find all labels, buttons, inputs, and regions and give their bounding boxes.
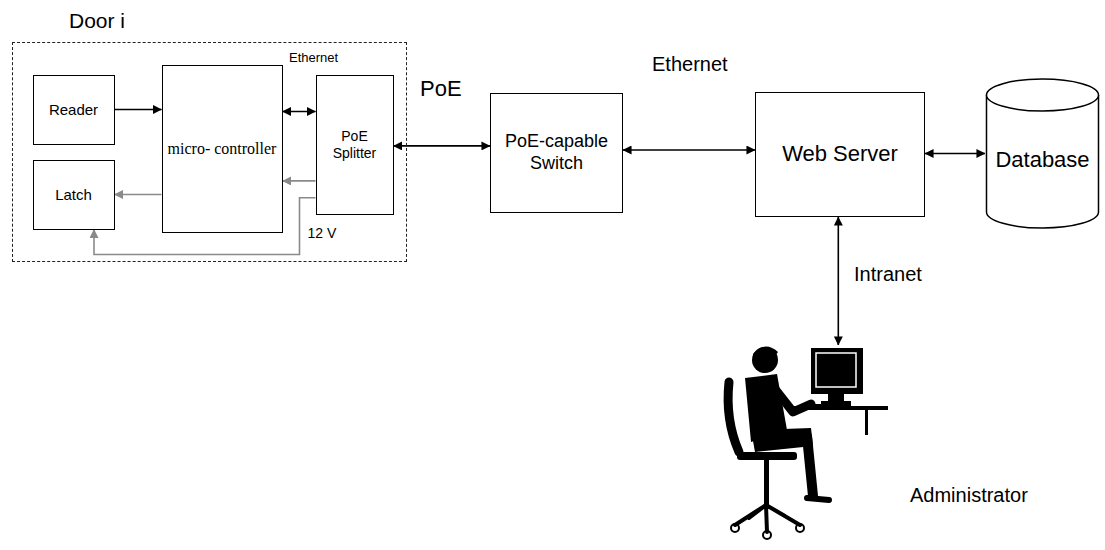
connector (115, 194, 162, 196)
group-heading: Door i (69, 8, 125, 33)
node-label: Administrator (910, 483, 1028, 507)
switch-box: PoE-capable Switch (490, 93, 623, 213)
connector (925, 153, 985, 155)
node-label: Reader (49, 101, 98, 119)
administrator-figure (715, 320, 895, 545)
connector (394, 145, 491, 147)
node-label: micro- controller (168, 139, 277, 158)
connector-label: Ethernet (650, 52, 730, 76)
connector (623, 149, 755, 151)
node-label: Database (995, 147, 1089, 173)
door-group: Door iReadermicro- controllerLatchPoE Sp… (12, 42, 407, 262)
node-label: PoE-capable Switch (495, 131, 618, 174)
node-label: PoE Splitter (321, 128, 389, 162)
connector-label: Intranet (852, 262, 924, 286)
connector (283, 180, 316, 182)
connector (283, 111, 316, 113)
microcontroller-box: micro- controller (162, 65, 283, 233)
latch-box: Latch (33, 160, 115, 230)
administrator: Administrator (715, 345, 1045, 540)
connector-label: PoE (418, 76, 464, 102)
reader-box: Reader (33, 75, 115, 145)
database-cylinder: Database (985, 77, 1100, 230)
node-label: Web Server (782, 141, 898, 167)
connector (837, 217, 839, 345)
connector (115, 109, 162, 111)
poe-splitter-box: PoE Splitter (316, 75, 394, 215)
web-server-box: Web Server (755, 92, 925, 217)
connector-label: Ethernet (287, 50, 340, 66)
node-label: Latch (55, 186, 92, 204)
connector-label: 12 V (306, 225, 339, 242)
